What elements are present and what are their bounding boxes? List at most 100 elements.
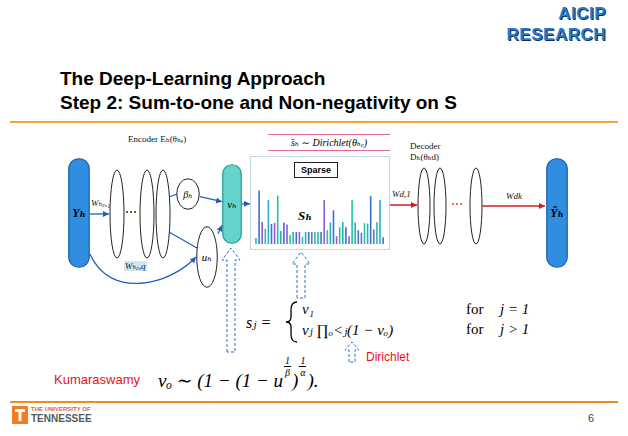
histogram-bar <box>274 223 276 244</box>
text-anchor: sⱼ = <box>246 313 271 332</box>
histogram-bar <box>379 200 381 244</box>
node-label: uₕ <box>202 251 212 264</box>
histogram-bar <box>364 223 366 244</box>
text-anchor: 6 <box>588 412 594 424</box>
latent-block: vₕ <box>222 164 242 244</box>
equation-text: ). <box>307 370 318 392</box>
text-anchor: v₁ <box>302 301 314 318</box>
text-anchor: AICIP <box>498 4 606 24</box>
weight-label: Wdk <box>506 191 522 201</box>
text-anchor: vₒ ∼ (1 − (1 − u1β)1α). <box>158 356 318 392</box>
page-number: 6 <box>588 412 594 424</box>
text-anchor: Wd,1 <box>392 189 411 199</box>
brace <box>286 302 297 342</box>
equation-text: j = 1 <box>500 301 529 318</box>
text-anchor: for <box>466 321 484 338</box>
equation-text: v₁ <box>302 301 314 318</box>
slide-subtitle: Step 2: Sum-to-one and Non-negativity on… <box>60 92 457 114</box>
histogram-bar <box>258 190 260 244</box>
weight-label: Wₕₑ,₁ <box>91 198 110 208</box>
exponent-denominator: β <box>285 367 290 378</box>
text-anchor: ⋯ <box>451 197 463 212</box>
text-holder: uₕ <box>196 226 218 288</box>
node-outline <box>197 227 218 288</box>
logo-t-stem <box>19 409 22 421</box>
text-anchor: j > 1 <box>500 321 529 338</box>
histogram-bar <box>255 238 257 244</box>
node-label: Yₕ <box>72 206 86 221</box>
histogram-bar <box>305 232 307 244</box>
encoder-panel: Encoder Eₕ(θₕₑ)Yₕβₕuₕvₕs̄ₕ ∼ Dirichlet(θ… <box>62 128 392 296</box>
weight-arrow <box>90 213 109 214</box>
logo-text: TENNESSEE <box>31 413 92 424</box>
histogram-bar <box>342 222 344 244</box>
equation-text: for <box>466 301 484 318</box>
text-anchor: RESEARCH <box>498 25 606 45</box>
block-outline <box>69 159 90 268</box>
node-label: Decoder Dₕ(θₕd) <box>410 141 464 163</box>
pointer-arrow <box>292 252 310 298</box>
histogram-bar <box>280 231 282 244</box>
text-anchor: THE UNIVERSITY OF <box>31 406 91 412</box>
output-block: Ŷₕ <box>546 158 568 268</box>
logo-text: AICIP <box>498 4 606 24</box>
text-anchor: Sₕ <box>298 208 312 224</box>
histogram-bar <box>268 200 270 244</box>
hidden-layer <box>110 170 124 258</box>
exponent-denominator: α <box>300 367 305 378</box>
histogram-bar <box>382 237 384 244</box>
histogram-bar <box>361 233 363 244</box>
text-anchor: Dirichlet <box>366 350 409 364</box>
logo-text: RESEARCH <box>498 25 606 45</box>
text-anchor: Wdk <box>506 191 522 201</box>
ellipsis: ⋯ <box>451 197 463 212</box>
connector <box>218 225 222 233</box>
histogram-bar <box>302 237 304 244</box>
panel-outline <box>62 128 392 296</box>
box-outline <box>251 157 390 250</box>
weight-label: Wd,1 <box>392 189 411 199</box>
histogram-bar <box>314 232 316 244</box>
histogram-bar <box>336 236 338 244</box>
text-holder: Ŷₕ <box>546 158 568 268</box>
histogram-bar <box>295 232 297 244</box>
histogram-bar <box>330 222 332 244</box>
text-anchor: Encoder Eₕ(θₕₑ) <box>128 134 186 144</box>
histogram-bar <box>373 229 375 244</box>
node-label: Ŷₕ <box>550 206 564 221</box>
panel-outline <box>398 128 582 296</box>
histogram-bar <box>261 222 263 244</box>
block-outline <box>223 165 242 244</box>
pointer-arrow <box>345 342 359 362</box>
text-anchor: vⱼ ∏ₒ<ⱼ(1 − vₒ) <box>302 321 393 339</box>
node-outline <box>177 179 200 210</box>
tag-outline <box>295 163 338 178</box>
decoder-layer <box>470 168 482 244</box>
histogram-bar <box>354 222 356 244</box>
abundance-box: Sₕ Sparse <box>250 156 390 250</box>
slide-title: The Deep-Learning Approach <box>60 68 325 90</box>
hidden-layer <box>140 170 154 258</box>
text-holder: Yₕ <box>68 158 90 268</box>
equation-text: for <box>466 321 484 338</box>
text-anchor: Kumaraswamy <box>54 372 140 387</box>
histogram-bar <box>367 224 369 244</box>
decoder-panel: Decoder Dₕ(θₕd) Ŷₕ <box>398 128 582 296</box>
ellipsis: ⋯ <box>125 205 137 220</box>
input-block: Yₕ <box>68 158 90 268</box>
annotation: Kumaraswamy <box>54 372 140 387</box>
histogram-bar <box>333 210 335 244</box>
connector <box>242 203 250 204</box>
hidden-layer <box>156 170 170 258</box>
text-anchor: The Deep-Learning Approach <box>60 68 325 90</box>
parameter-node: uₕ <box>196 226 218 288</box>
connector <box>200 197 222 202</box>
text-holder: vₕ <box>222 164 242 244</box>
histogram-bar <box>289 235 291 244</box>
text-holder: Sparse <box>294 162 338 178</box>
histogram-bar <box>277 196 279 244</box>
text-holder: s̄ₕ ∼ Dirichlet(θₕₑ) <box>268 135 390 150</box>
equation-text: j > 1 <box>500 321 529 338</box>
text-anchor: Step 2: Sum-to-one and Non-negativity on… <box>60 92 457 114</box>
